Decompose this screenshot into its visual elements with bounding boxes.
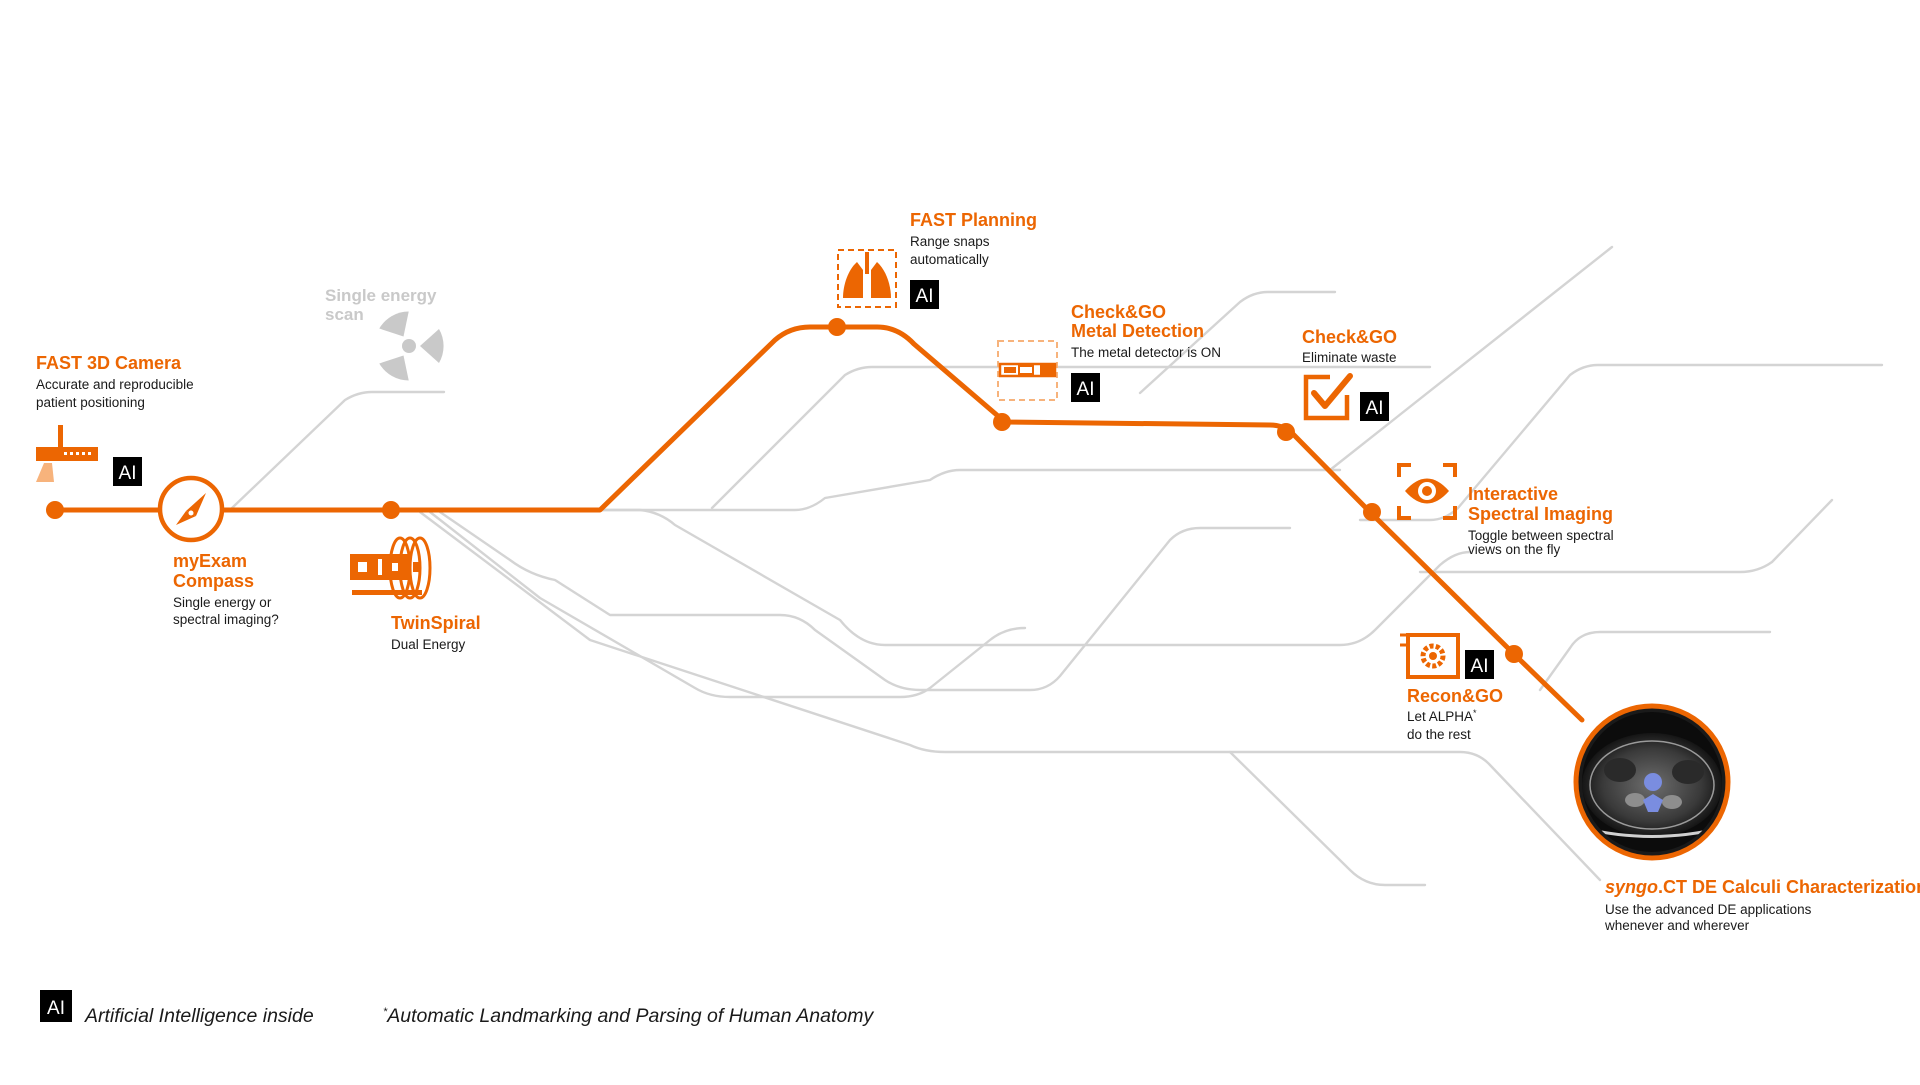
step-title-line-1: Interactive <box>1468 484 1558 504</box>
route-single-energy <box>230 390 446 510</box>
step-title-line-2: Compass <box>173 571 254 591</box>
legend: AI Artificial Intelligence inside *Autom… <box>40 990 874 1027</box>
ai-badge: AI <box>1465 650 1494 679</box>
step-syngo-ct[interactable]: syngo.CT DE Calculi Characterization Use… <box>1573 703 1920 933</box>
step-desc-line-1: Dual Energy <box>391 637 466 652</box>
route-bottom <box>1228 750 1427 887</box>
stop-interactive-spectral[interactable] <box>1363 503 1381 521</box>
step-title: Recon&GO <box>1407 686 1503 706</box>
twin-spiral-icon <box>350 536 432 600</box>
stop-recon-go[interactable] <box>1505 645 1523 663</box>
step-desc-line-1: Range snaps <box>910 234 990 249</box>
route-stops <box>46 318 1523 663</box>
step-checkgo-waste[interactable]: Check&GO Eliminate waste AI <box>1302 327 1397 421</box>
svg-text:AI: AI <box>1077 379 1095 400</box>
step-desc-line-1: Use the advanced DE applications <box>1605 902 1812 917</box>
step-recon-go[interactable]: AI Recon&GO Let ALPHA* do the rest <box>1400 633 1503 742</box>
compass-icon <box>157 475 225 543</box>
ai-badge: AI <box>1360 392 1389 421</box>
step-desc-line-2: do the rest <box>1407 727 1471 742</box>
step-desc-line-2: spectral imaging? <box>173 612 279 627</box>
ai-badge: AI <box>1071 373 1100 402</box>
stop-twinspiral[interactable] <box>382 501 400 519</box>
route-lower-c <box>418 510 1602 882</box>
radiation-icon <box>379 311 444 381</box>
route-top-right-a <box>1138 290 1337 395</box>
ai-badge: AI <box>910 280 939 309</box>
stop-checkgo-waste[interactable] <box>1277 423 1295 441</box>
main-workflow-route <box>52 324 1585 723</box>
step-desc-line-1: Single energy or <box>173 595 272 610</box>
eye-icon <box>1397 463 1457 520</box>
step-fast-3d-camera[interactable]: FAST 3D Camera Accurate and reproducible… <box>36 353 194 486</box>
stop-fast-planning[interactable] <box>828 318 846 336</box>
route-lower-a <box>438 510 1292 692</box>
step-desc-line-1: Eliminate waste <box>1302 350 1397 365</box>
gear-document-icon <box>1400 633 1460 679</box>
lungs-icon <box>837 249 897 308</box>
route-top-right-c <box>1358 363 1884 522</box>
step-checkgo-metal[interactable]: Check&GO Metal Detection The metal detec… <box>997 302 1221 402</box>
route-right-low <box>1538 630 1772 692</box>
step-title-line-2: Metal Detection <box>1071 321 1204 341</box>
step-desc-line-1: Let ALPHA* <box>1407 708 1477 724</box>
step-title-line-2: scan <box>325 305 364 324</box>
legend-ai-text: Artificial Intelligence inside <box>84 1005 314 1027</box>
step-title-line-2: Spectral Imaging <box>1468 504 1613 524</box>
step-desc-line-2: automatically <box>910 252 989 267</box>
step-title: FAST Planning <box>910 210 1037 230</box>
step-myexam-compass[interactable]: myExam Compass Single energy or spectral… <box>157 475 279 627</box>
route-right-mid <box>1418 498 1834 574</box>
step-desc-line-1: Accurate and reproducible <box>36 377 194 392</box>
step-interactive-spectral[interactable]: Interactive Spectral Imaging Toggle betw… <box>1397 463 1614 557</box>
step-title: FAST 3D Camera <box>36 353 182 373</box>
route-lower-b <box>428 510 1027 699</box>
svg-text:AI: AI <box>119 463 137 484</box>
step-desc-line-1: Toggle between spectral <box>1468 528 1614 543</box>
step-title: TwinSpiral <box>391 613 481 633</box>
svg-text:AI: AI <box>47 998 65 1019</box>
route-mid-b <box>518 508 1472 647</box>
step-desc-line-2: whenever and wherever <box>1604 918 1750 933</box>
step-desc-line-2: patient positioning <box>36 395 145 410</box>
step-title-line-1: myExam <box>173 551 247 571</box>
checkbox-icon <box>1303 373 1353 421</box>
ai-badge: AI <box>113 457 142 486</box>
route-upper-long <box>710 365 1432 510</box>
step-title: Check&GO <box>1302 327 1397 347</box>
step-desc-line-1: The metal detector is ON <box>1071 345 1221 360</box>
ai-badge: AI <box>40 990 72 1022</box>
step-fast-planning[interactable]: FAST Planning Range snaps automatically … <box>837 210 1037 309</box>
legend-footnote: *Automatic Landmarking and Parsing of Hu… <box>383 1005 874 1027</box>
step-title: syngo.CT DE Calculi Characterization <box>1605 877 1920 897</box>
svg-text:AI: AI <box>1471 656 1489 677</box>
ct-scan-image-icon <box>1573 703 1731 861</box>
camera-scanner-icon <box>36 425 98 482</box>
step-desc-line-2: views on the fly <box>1468 542 1561 557</box>
step-title-line-1: Single energy <box>325 286 437 305</box>
step-title-line-1: Check&GO <box>1071 302 1166 322</box>
stop-fast-3d-camera[interactable] <box>46 501 64 519</box>
svg-text:AI: AI <box>916 286 934 307</box>
metal-belt-icon <box>997 340 1058 401</box>
background-routes <box>230 245 1884 887</box>
route-mid-a <box>598 468 1342 512</box>
route-top-right-b <box>1328 245 1614 472</box>
svg-text:AI: AI <box>1366 398 1384 419</box>
step-twinspiral[interactable]: TwinSpiral Dual Energy <box>350 536 481 652</box>
stop-checkgo-metal[interactable] <box>993 413 1011 431</box>
step-single-energy-scan: Single energy scan <box>325 286 444 381</box>
